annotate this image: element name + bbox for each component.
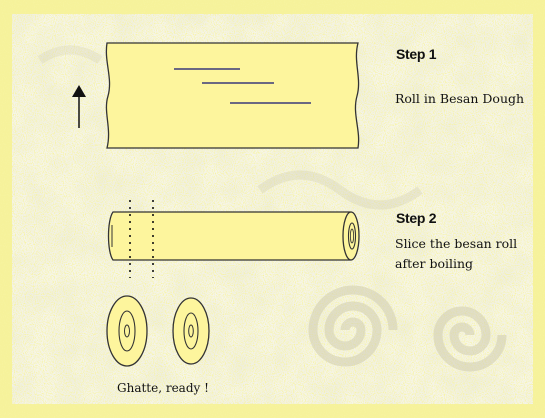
- step2-title: Step 2: [396, 210, 437, 226]
- step2-instruction-line1: Slice the besan roll: [395, 236, 518, 251]
- step1-title: Step 1: [396, 46, 437, 62]
- step2-instruction-line2: after boiling: [395, 256, 474, 271]
- slice-cut-lines: [129, 200, 154, 278]
- spiral-decoration: [37, 45, 507, 372]
- ghatte-slice-left: [106, 295, 148, 367]
- roll-direction-arrow: [72, 85, 86, 128]
- step1-instruction: Roll in Besan Dough: [395, 91, 525, 106]
- ghatte-slice-right: [172, 297, 210, 365]
- ghatte-caption: Ghatte, ready !: [117, 381, 209, 395]
- step2-besan-roll: [107, 211, 360, 261]
- step1-dough-sheet: [105, 42, 360, 149]
